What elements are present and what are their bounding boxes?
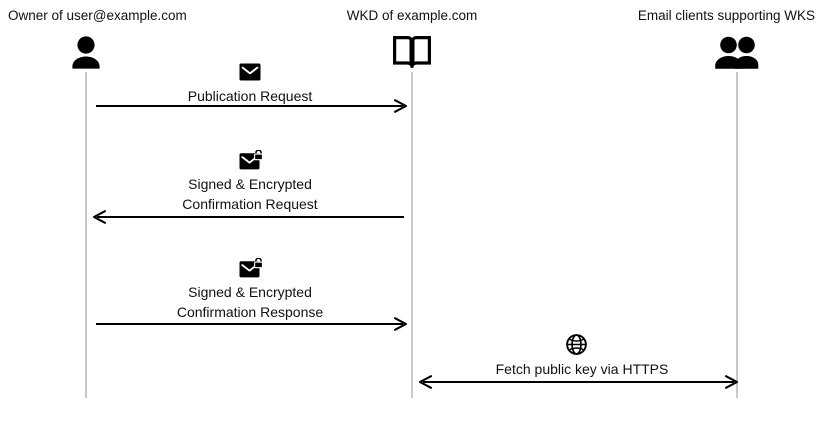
book-icon [393,36,431,68]
lifeline-wkd [411,72,413,398]
arrow-bidirectional-fetch-public-key [418,375,739,389]
message-label-publication-request: Publication Request [187,88,313,104]
lifeline-clients [736,72,738,398]
arrow-right-publication-request [96,99,408,113]
message-label-confirmation-response-line1: Signed & Encrypted [188,284,312,300]
actor-label-owner: Owner of user@example.com [8,8,187,23]
message-label-confirmation-request-line1: Signed & Encrypted [188,176,312,192]
envelope-lock-icon [239,258,263,278]
actor-label-clients: Email clients supporting WKS [637,8,815,23]
actor-label-wkd: WKD of example.com [346,8,478,23]
message-label-fetch-public-key: Fetch public key via HTTPS [495,361,669,377]
envelope-lock-icon [239,150,263,170]
globe-icon [566,334,587,355]
arrow-left-confirmation-request [92,210,404,224]
envelope-icon [239,63,261,81]
person-icon [72,36,100,69]
lifeline-owner [85,72,87,398]
message-label-confirmation-response-line2: Confirmation Response [176,304,324,320]
message-label-confirmation-request-line2: Confirmation Request [182,196,318,212]
arrow-right-confirmation-response [96,317,408,331]
users-icon [715,36,759,69]
